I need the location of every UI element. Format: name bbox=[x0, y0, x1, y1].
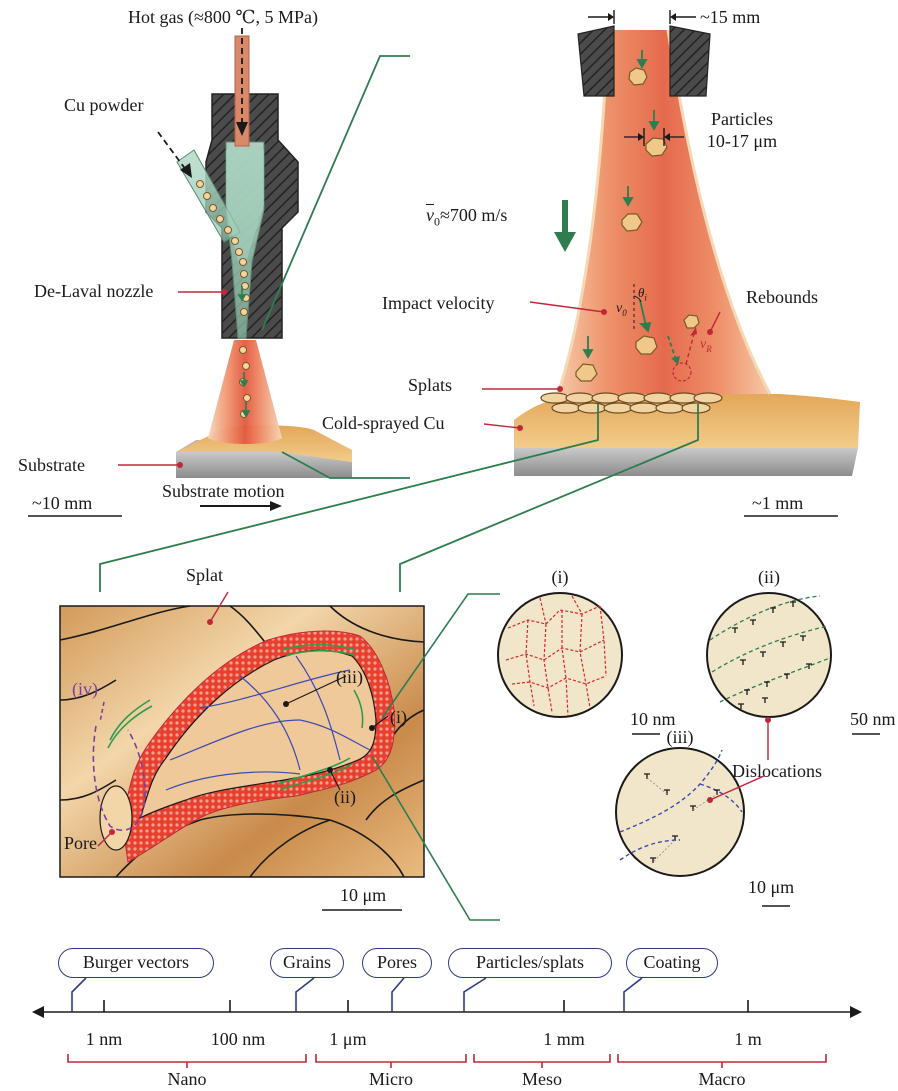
throat-width-label: ~15 mm bbox=[700, 8, 760, 26]
plume-panel bbox=[482, 10, 860, 516]
v0-symbol: v bbox=[426, 205, 434, 225]
circle-i-scale: 10 nm bbox=[630, 710, 676, 728]
regime-macro: Macro bbox=[699, 1070, 746, 1088]
regime-micro: Micro bbox=[369, 1070, 413, 1088]
theta-label: θi bbox=[638, 286, 647, 303]
vi-sub: 0 bbox=[622, 308, 627, 318]
substrate-motion-label: Substrate motion bbox=[162, 482, 285, 500]
circle-ii-scale: 50 nm bbox=[850, 710, 896, 728]
microstructure-panel bbox=[60, 592, 424, 910]
gas-jet bbox=[208, 340, 282, 444]
tick-1mm: 1 mm bbox=[543, 1030, 585, 1048]
splat-label: Splat bbox=[186, 566, 223, 584]
impact-velocity-label: Impact velocity bbox=[382, 294, 494, 312]
v0-value: ≈700 m/s bbox=[440, 205, 507, 225]
rebounds-label: Rebounds bbox=[746, 288, 818, 306]
vr-sub: R bbox=[706, 344, 712, 354]
theta-sub: i bbox=[644, 293, 647, 303]
label-iv-micro: (iv) bbox=[72, 680, 98, 698]
tick-100nm: 100 nm bbox=[211, 1030, 266, 1048]
pill-particles-splats: Particles/splats bbox=[448, 948, 612, 978]
pill-grains: Grains bbox=[270, 948, 344, 978]
regime-nano: Nano bbox=[168, 1070, 207, 1088]
scale-10um-micro: 10 μm bbox=[340, 886, 386, 904]
splats-label: Splats bbox=[408, 376, 452, 394]
circle-iii-label: (iii) bbox=[667, 728, 694, 746]
hot-gas-label: Hot gas (≈800 ℃, 5 MPa) bbox=[128, 8, 318, 26]
substrate-label: Substrate bbox=[18, 456, 85, 474]
cu-powder-label: Cu powder bbox=[64, 96, 144, 114]
label-iii-micro: (iii) bbox=[336, 668, 363, 686]
pore-label: Pore bbox=[64, 834, 97, 852]
plume-substrate bbox=[514, 448, 858, 476]
nozzle-label: De-Laval nozzle bbox=[34, 282, 153, 300]
circle-i-label: (i) bbox=[552, 568, 569, 586]
label-ii-micro: (ii) bbox=[334, 788, 356, 806]
pill-pores: Pores bbox=[362, 948, 432, 978]
scale-axis bbox=[32, 978, 862, 1068]
tick-1nm: 1 nm bbox=[86, 1030, 123, 1048]
pill-burger-vectors: Burger vectors bbox=[58, 948, 214, 978]
tick-1um: 1 μm bbox=[329, 1030, 366, 1048]
particles-label: Particles bbox=[711, 110, 773, 128]
vi-label: v0 bbox=[616, 302, 627, 318]
dislocations-label: Dislocations bbox=[732, 762, 822, 780]
scale-1mm: ~1 mm bbox=[752, 494, 803, 512]
circle-ii-label: (ii) bbox=[758, 568, 780, 586]
label-i-micro: (i) bbox=[390, 708, 407, 726]
regime-meso: Meso bbox=[522, 1070, 562, 1088]
plume-splats bbox=[541, 393, 722, 413]
pill-coating: Coating bbox=[626, 948, 718, 978]
circle-iii-scale: 10 μm bbox=[748, 878, 794, 896]
mean-velocity-label: v0≈700 m/s bbox=[426, 206, 507, 228]
cold-sprayed-label: Cold-sprayed Cu bbox=[322, 414, 444, 432]
scale-10mm: ~10 mm bbox=[32, 494, 92, 512]
vr-label: vR bbox=[700, 338, 712, 354]
particle-size-label: 10-17 μm bbox=[707, 132, 777, 150]
tick-1m: 1 m bbox=[734, 1030, 762, 1048]
